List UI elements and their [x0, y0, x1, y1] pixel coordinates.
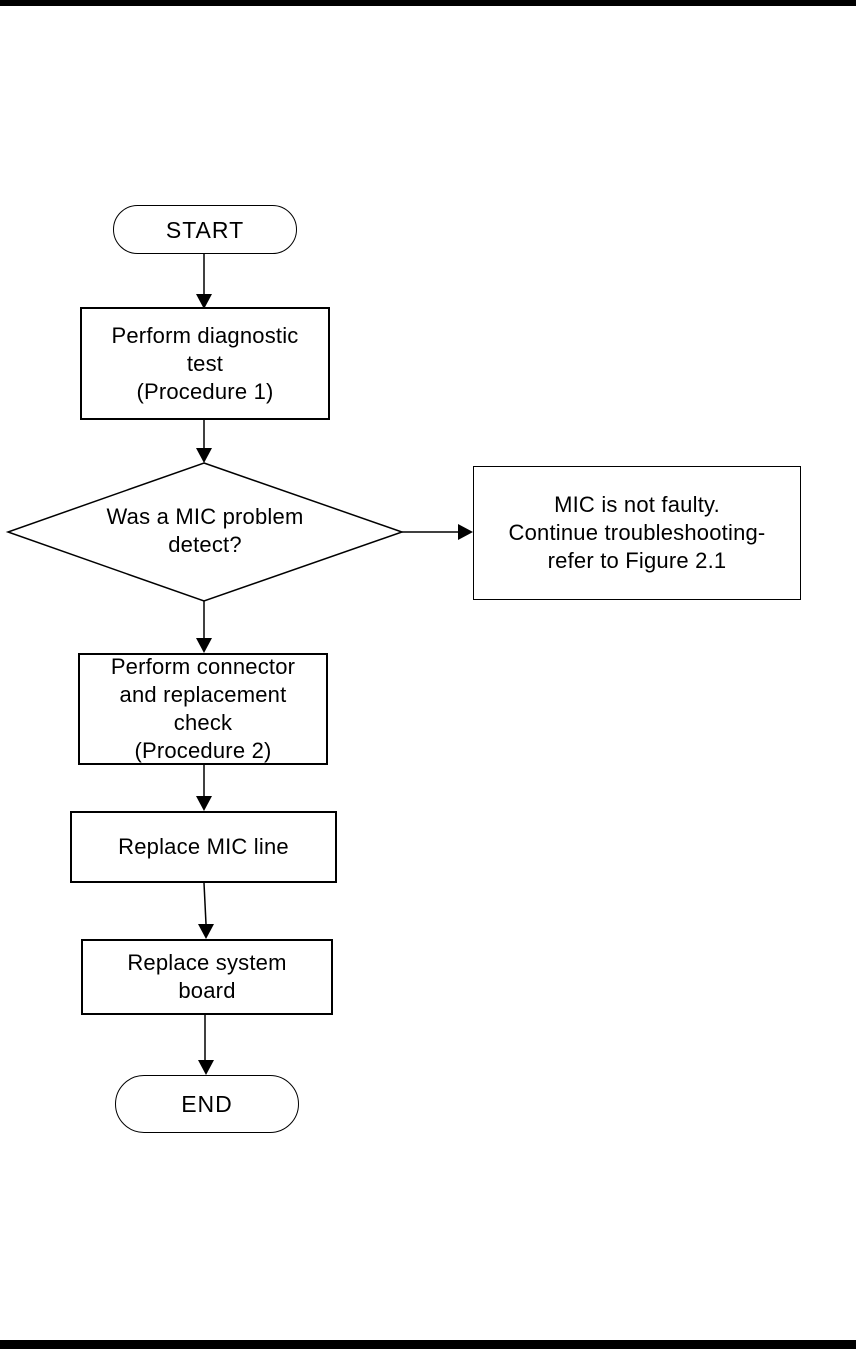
start-terminator: START: [113, 205, 297, 254]
process-mic-not-faulty: MIC is not faulty. Continue troubleshoot…: [473, 466, 801, 600]
arrowhead-down-icon: [198, 924, 214, 939]
arrowhead-down-icon: [196, 448, 212, 463]
arrowhead-down-icon: [198, 1060, 214, 1075]
arrowhead-down-icon: [196, 294, 212, 309]
arrowhead-down-icon: [196, 638, 212, 653]
edge-diagnostic-to-decision: [196, 419, 212, 463]
process-replace-mic-line: Replace MIC line: [70, 811, 337, 883]
process-connector-check: Perform connector and replacement check …: [78, 653, 328, 765]
process-replace-system-board: Replace system board: [81, 939, 333, 1015]
decision-mic-problem-label: Was a MIC problem detect?: [106, 504, 304, 557]
arrowhead-down-icon: [196, 796, 212, 811]
edge-decision-to-not-faulty: [402, 524, 473, 540]
page-top-rule: [0, 0, 856, 6]
edge-decision-to-connector-check: [196, 601, 212, 653]
edge-connector-check-to-replace-mic: [196, 765, 212, 811]
page-bottom-rule: [0, 1340, 856, 1349]
process-diagnostic-test: Perform diagnostic test (Procedure 1): [80, 307, 330, 420]
arrowhead-right-icon: [458, 524, 473, 540]
edge-system-board-to-end: [198, 1015, 214, 1075]
edge-start-to-diagnostic: [196, 253, 212, 309]
edge-replace-mic-to-system-board: [198, 882, 214, 939]
end-terminator: END: [115, 1075, 299, 1133]
